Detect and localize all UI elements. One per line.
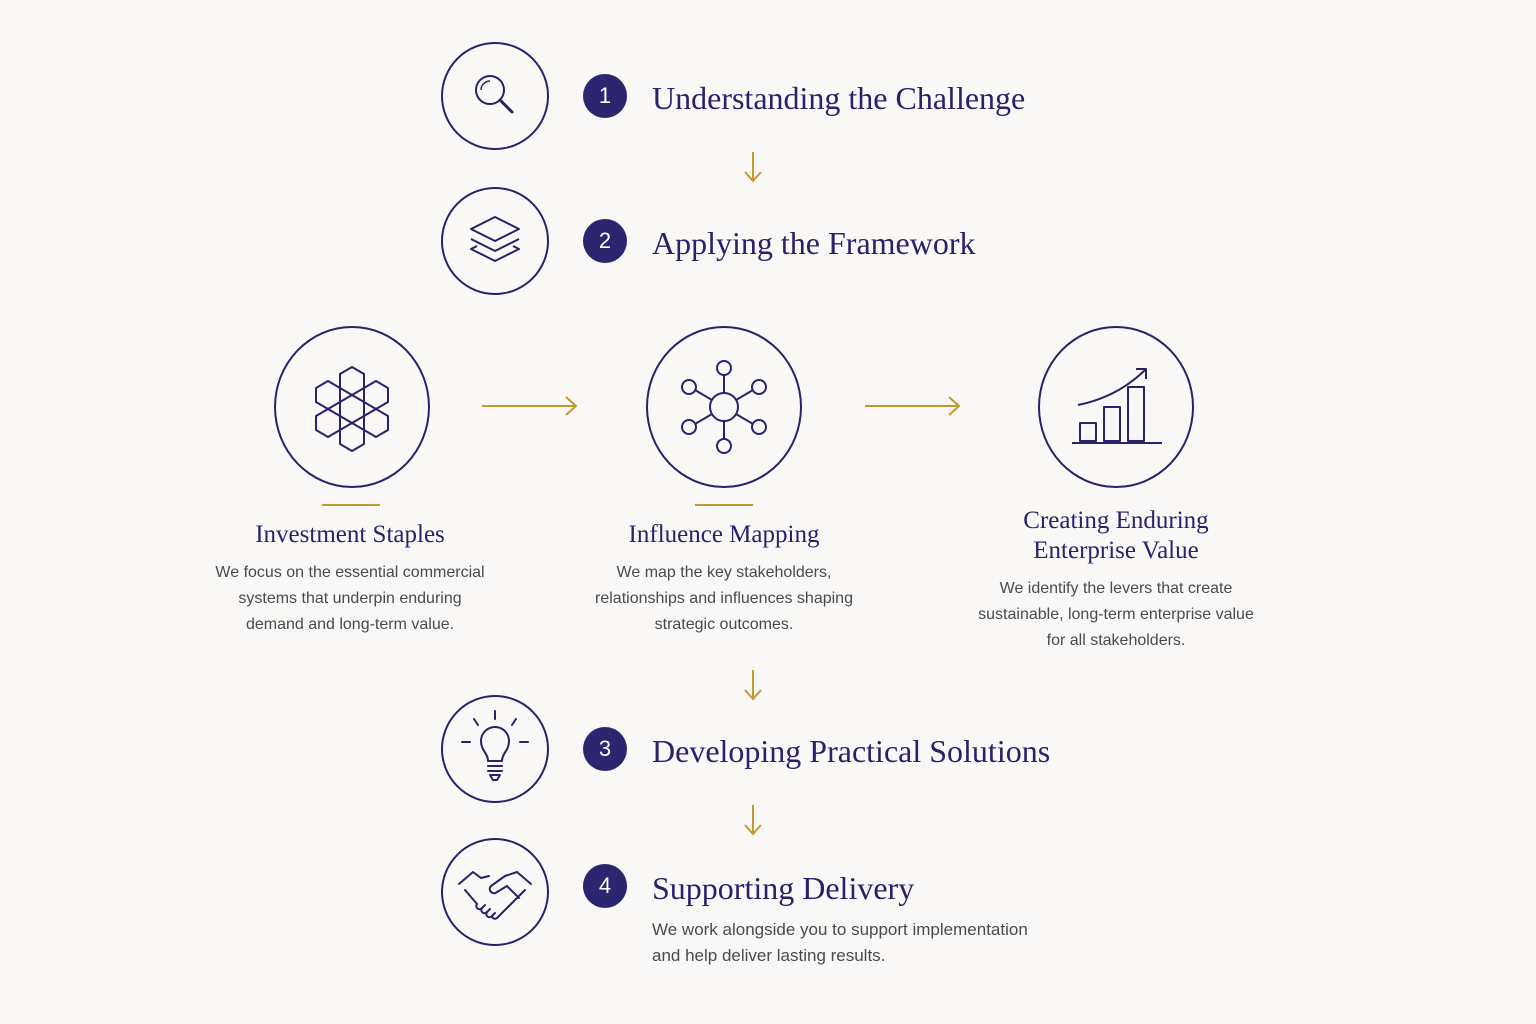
hexagon-cluster-icon [315,366,389,452]
framework-3-icon-circle [1038,326,1194,488]
step-1-icon-circle [441,42,549,150]
framework-2-title: Influence Mapping [628,521,820,548]
step-3-title: Developing Practical Solutions [652,733,1051,769]
step-3-icon-circle [441,695,549,803]
handshake-icon [458,871,532,920]
step-1-title: Understanding the Challenge [652,80,1026,116]
framework-2-divider [695,504,753,506]
framework-2-description: We map the key stakeholders, relationshi… [554,560,894,638]
framework-1-description: We focus on the essential commercial sys… [180,560,520,638]
layers-icon [470,216,520,262]
framework-2-desc-line: relationships and influences shaping [595,590,853,607]
step-4-desc-line: and help deliver lasting results. [652,946,886,965]
step-3-number: 3 [583,727,627,771]
framework-1-text: Investment Staples We focus on the essen… [180,520,520,638]
arrow-down-1-icon [744,152,762,183]
growth-chart-icon [1072,368,1162,444]
framework-3-title-line2: Enterprise Value [1033,537,1199,564]
step-1-number: 1 [583,74,627,118]
framework-1-title: Investment Staples [255,521,445,548]
step-2-icon-circle [441,187,549,295]
framework-1-icon-circle [274,326,430,488]
step-4-title: Supporting Delivery [652,870,915,906]
framework-1-desc-line: We focus on the essential commercial [215,564,485,581]
framework-1-divider [322,504,380,506]
framework-3-description: We identify the levers that create susta… [946,576,1286,654]
framework-2-desc-line: strategic outcomes. [654,616,794,633]
framework-2-text: Influence Mapping We map the key stakeho… [554,520,894,638]
lightbulb-icon [461,710,529,781]
framework-1-desc-line: systems that underpin enduring [238,590,462,607]
step-2-number: 2 [583,219,627,263]
step-4-desc-line: We work alongside you to support impleme… [652,920,1028,939]
step-4-number: 4 [583,864,627,908]
framework-3-desc-line: sustainable, long-term enterprise value [978,606,1254,623]
framework-2-icon-circle [646,326,802,488]
framework-3-desc-line: for all stakeholders. [1046,632,1186,649]
network-icon [681,360,767,454]
arrow-down-2-icon [744,670,762,701]
framework-3-desc-line: We identify the levers that create [999,580,1233,597]
framework-1-desc-line: demand and long-term value. [245,616,455,633]
arrow-down-3-icon [744,805,762,836]
step-4-icon-circle [441,838,549,946]
arrow-right-1-icon [482,396,578,416]
framework-3-text: Creating Enduring Enterprise Value We id… [946,506,1286,654]
magnifier-icon [475,75,514,114]
step-4-description: We work alongside you to support impleme… [652,917,1082,969]
framework-2-desc-line: We map the key stakeholders, [616,564,832,581]
arrow-right-2-icon [865,396,961,416]
framework-3-title-line1: Creating Enduring [1023,507,1209,534]
step-2-title: Applying the Framework [652,225,976,261]
